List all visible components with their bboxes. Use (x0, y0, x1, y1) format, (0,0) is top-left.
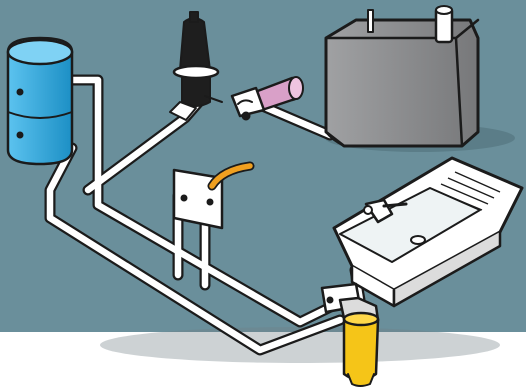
storage-tank-icon (326, 6, 478, 146)
water-tank-icon (8, 38, 72, 164)
